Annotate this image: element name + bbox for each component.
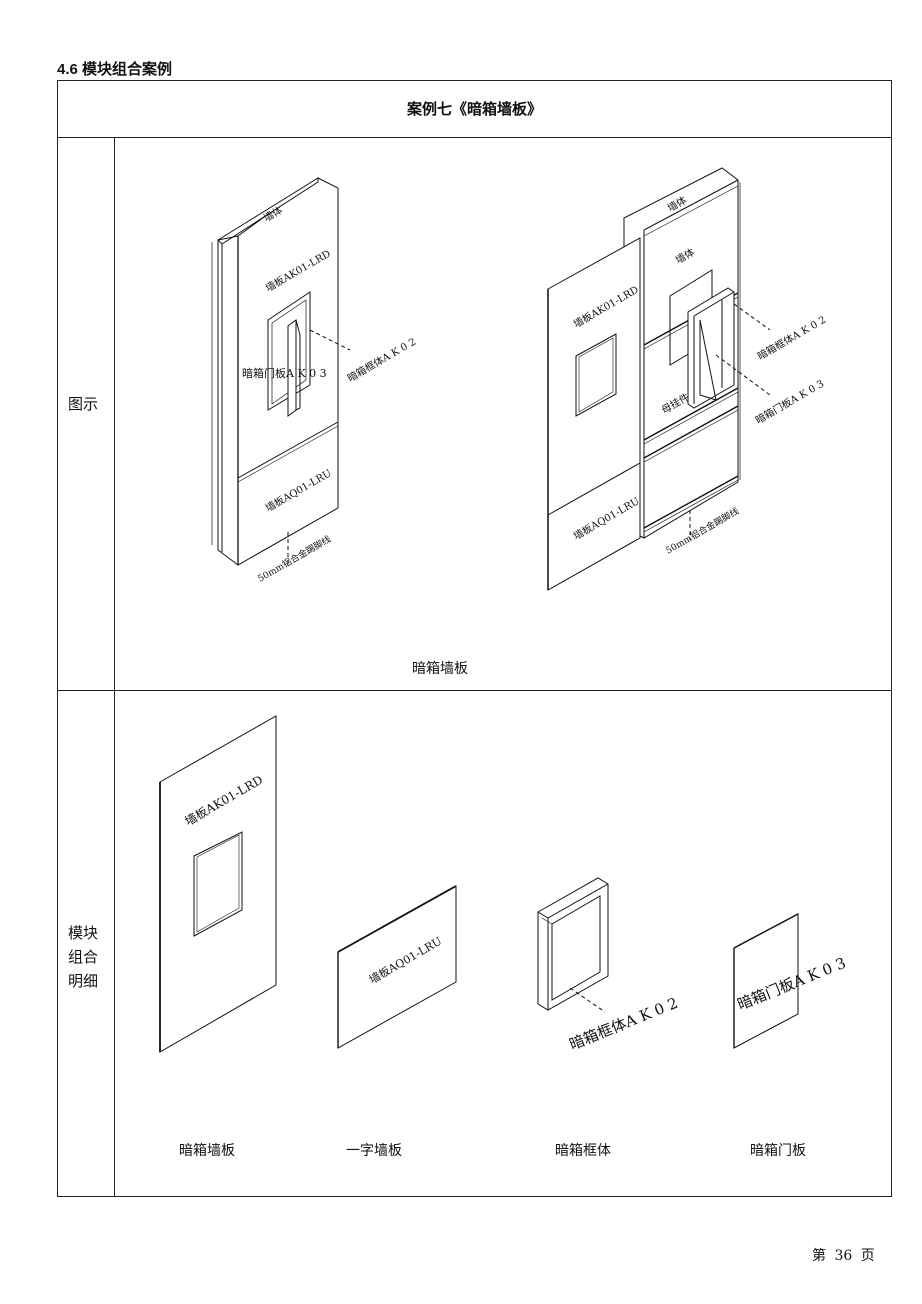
table-row-divider — [58, 137, 891, 138]
row-label-illustration: 图示 — [68, 395, 99, 413]
illustration-caption: 暗箱墙板 — [412, 661, 468, 677]
module-door-panel-ak03-drawing — [733, 913, 799, 1049]
row-label-module-detail: 模块 组合 明细 — [68, 924, 99, 990]
module-caption-box-door-panel: 暗箱门板 — [750, 1143, 806, 1159]
module-caption-straight-wall-panel: 一字墙板 — [346, 1143, 402, 1159]
page-number: 第 36 页 — [812, 1248, 875, 1264]
case-title: 案例七《暗箱墙板》 — [406, 100, 542, 118]
right-door-panel-label: 暗箱门板A K 0 3 — [753, 377, 826, 427]
left-assembly-drawing — [211, 177, 351, 566]
right-assembly-drawing — [547, 167, 771, 591]
table-row-divider — [58, 690, 891, 691]
module-caption-box-wall-panel: 暗箱墙板 — [179, 1143, 235, 1159]
section-heading: 4.6 模块组合案例 — [57, 61, 173, 78]
left-frame-label: 暗箱框体A K 0 2 — [345, 335, 418, 385]
module-wall-panel-aq01-drawing — [337, 885, 457, 1049]
left-door-panel-label: 暗箱门板A K 0 3 — [242, 366, 327, 380]
module-caption-box-frame: 暗箱框体 — [555, 1143, 611, 1159]
case-table: 案例七《暗箱墙板》 图示 模块 组合 明细 — [57, 80, 892, 1197]
module-wall-panel-ak01-drawing — [159, 715, 277, 1053]
module-label-ak02: 暗箱框体A K 0 2 — [567, 994, 681, 1054]
right-frame-label: 暗箱框体A K 0 2 — [755, 313, 828, 363]
table-column-divider — [114, 138, 115, 1196]
module-box-frame-ak02-drawing — [537, 877, 609, 1013]
